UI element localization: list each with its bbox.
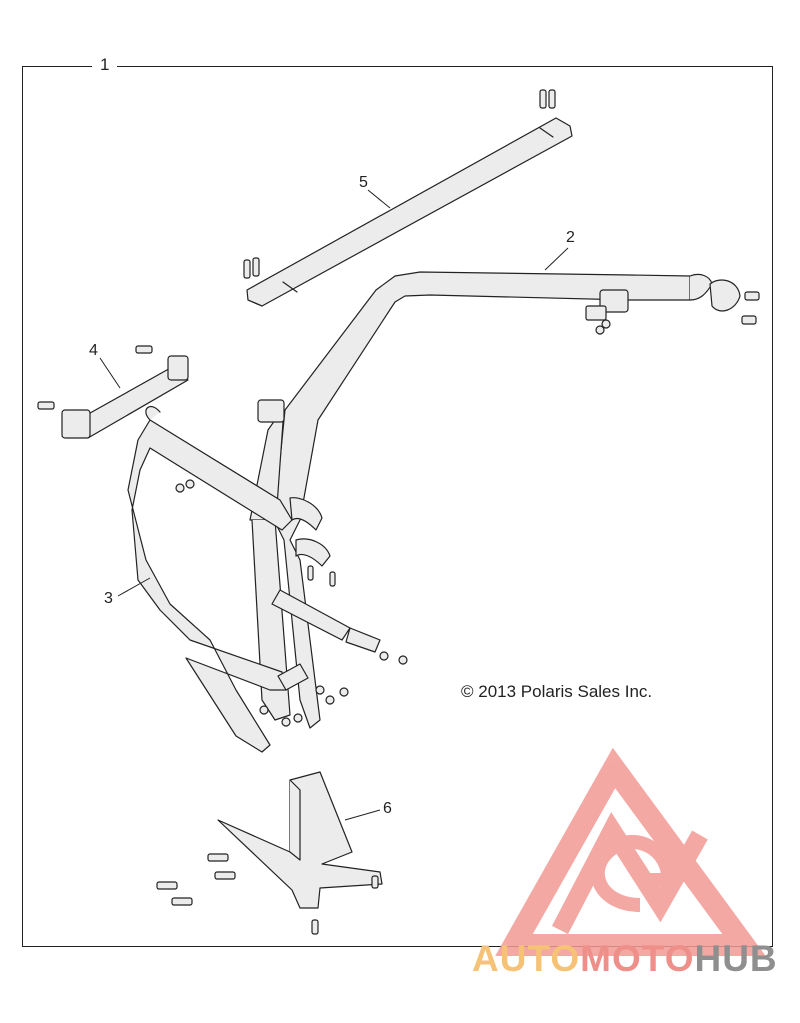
- watermark-brand: AUTOMOTOHUB: [472, 938, 778, 980]
- part-5-cross-tube: [243, 89, 573, 307]
- leader-lines: [99, 189, 569, 821]
- callout-4: 4: [89, 342, 98, 359]
- brand-part-hub: HUB: [694, 938, 778, 979]
- copyright-notice: © 2013 Polaris Sales Inc.: [461, 682, 653, 701]
- callout-6: 6: [383, 800, 392, 817]
- callout-3: 3: [104, 590, 113, 607]
- assembly-frame: [22, 66, 773, 947]
- callout-5: 5: [359, 174, 368, 191]
- part-6-bracket: [156, 771, 383, 935]
- watermark-logo: [495, 747, 766, 956]
- part-3-front-hoop: [127, 406, 408, 753]
- brand-part-moto: MOTO: [580, 938, 695, 979]
- callout-1: 1: [92, 55, 118, 75]
- part-4-short-tube: [37, 345, 189, 439]
- callout-2: 2: [566, 229, 575, 246]
- part-2-main-hoop: [249, 271, 760, 729]
- brand-part-auto: AUTO: [472, 938, 581, 979]
